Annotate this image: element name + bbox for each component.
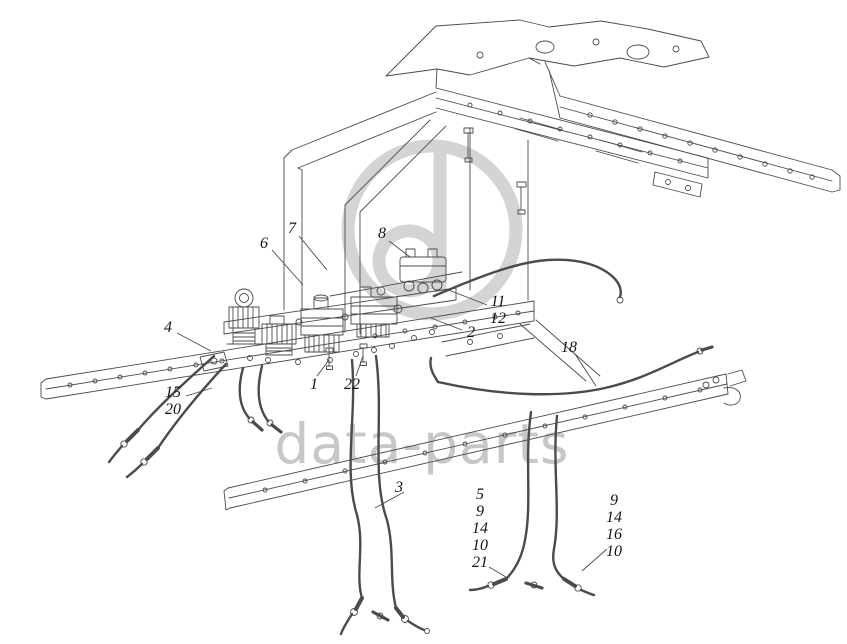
callout-label-3: 3: [394, 479, 403, 496]
callout-label-8: 8: [378, 225, 386, 242]
callout-leader-3: [374, 491, 405, 509]
callout-label-10: 10: [472, 537, 488, 554]
callout-label-14: 14: [606, 509, 622, 526]
callout-label-18: 18: [561, 339, 577, 356]
callout-label-5: 5: [476, 486, 484, 503]
callout-label-20: 20: [165, 401, 181, 418]
callout-leader-2: [430, 317, 463, 331]
callout-leader-10: [581, 548, 608, 572]
rear-left-frame-rail: [435, 87, 709, 179]
callout-label-7: 7: [288, 220, 297, 237]
callout-label-12: 12: [490, 310, 506, 327]
frame-mid-section: [283, 91, 529, 335]
callout-leader-1: [316, 359, 330, 377]
callout-leader-22: [355, 355, 364, 377]
callout-label-9: 9: [476, 503, 484, 520]
callout-label-10: 10: [606, 543, 622, 560]
callout-leader-21: [488, 566, 507, 578]
watermark-dp-logo-icon: [341, 139, 523, 321]
callout-label-9: 9: [610, 492, 618, 509]
rear-crossmember: [385, 19, 710, 89]
front-upper-frame-rail: [40, 300, 535, 400]
callout-label-1: 1: [310, 376, 318, 393]
rear-right-frame-rail: [544, 61, 841, 198]
callout-label-11: 11: [491, 293, 506, 310]
callout-label-4: 4: [164, 319, 172, 336]
callout-leader-lines: [176, 235, 608, 578]
callout-label-22: 22: [344, 376, 360, 393]
callout-leader-18: [574, 353, 597, 387]
callout-label-14: 14: [472, 520, 488, 537]
brake-valve-assembly: [223, 248, 457, 370]
callout-label-16: 16: [606, 526, 622, 543]
callout-leader-11: [445, 288, 488, 306]
callout-label-21: 21: [472, 554, 488, 571]
callout-label-2: 2: [467, 324, 475, 341]
callout-leader-6: [271, 249, 304, 286]
chassis-frame-drawing: [40, 19, 841, 636]
callout-label-6: 6: [260, 235, 268, 252]
callout-leader-8: [388, 240, 411, 258]
callout-leader-7: [298, 235, 328, 271]
callout-label-15: 15: [165, 384, 181, 401]
callout-leader-15: [185, 387, 213, 397]
front-lower-frame-rail: [223, 319, 747, 511]
callout-leader-4: [176, 332, 212, 352]
air-hoses: [107, 258, 714, 636]
